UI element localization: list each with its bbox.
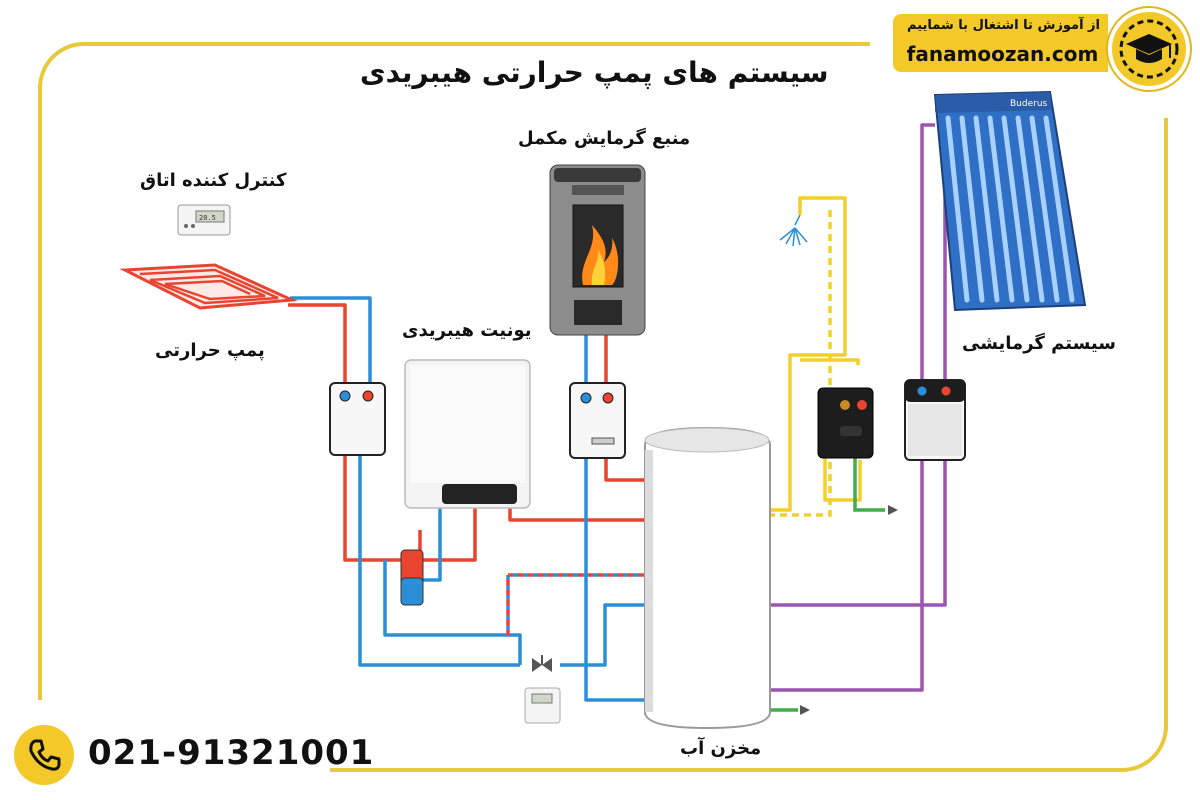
diagram-title: سیستم های پمپ حرارتی هیبریدی — [360, 56, 829, 89]
cold-pipe-stove-return — [584, 450, 645, 702]
frame-gap-bottom — [30, 700, 330, 780]
brand-slogan: از آموزش تا اشتغال با شماییم — [907, 18, 1100, 33]
label-water-tank: مخزن آب — [680, 738, 762, 759]
pump-station-stove — [569, 382, 626, 459]
green-pipes — [770, 455, 885, 712]
solar-pump-station — [904, 379, 966, 461]
dhw-pipe-loop — [823, 455, 862, 502]
phone-number[interactable]: 021-91321001 — [88, 733, 375, 773]
label-auxiliary-heat-source: منبع گرمایش مکمل — [518, 128, 691, 149]
arrow-cold-in — [888, 505, 898, 515]
green-pipe-cold-in — [853, 455, 885, 512]
brand-url[interactable]: fanamoozan.com — [906, 42, 1099, 66]
phone-icon[interactable] — [14, 725, 74, 785]
cold-pipe-floor-return — [290, 296, 372, 385]
cold-pipe-valve-tank — [560, 603, 645, 667]
hot-pipe-buffer-unit — [420, 503, 495, 562]
cold-pipes — [290, 296, 645, 702]
hot-pipe-pump-buffer — [343, 450, 422, 562]
stove-device — [549, 164, 646, 336]
dhw-pipe-mixer — [800, 358, 860, 365]
pump-station-heat-pump — [329, 382, 386, 456]
cold-pipe-unit-buffer — [420, 500, 442, 582]
arrow-tank-in — [800, 705, 810, 715]
cold-pipe-return-main — [358, 450, 520, 667]
label-room-controller: کنترل کننده اتاق — [140, 170, 287, 191]
system-controller-device — [524, 687, 561, 724]
graduation-cap-logo-icon — [1108, 8, 1190, 90]
underfloor-heating-coil — [119, 263, 298, 310]
hybrid-unit-device — [404, 359, 531, 509]
solar-pipe-supply — [770, 108, 947, 607]
dhw-pipe-supply — [770, 196, 847, 512]
water-tank-device — [644, 426, 771, 730]
content-frame — [38, 42, 1168, 772]
mixed-pipe-dashed-b — [506, 573, 645, 635]
label-hybrid-unit: یونیت هیبریدی — [402, 320, 532, 341]
hot-pipe-floor-supply — [288, 303, 347, 385]
dhw-mixing-station — [817, 387, 874, 459]
label-heat-pump: پمپ حرارتی — [155, 340, 265, 361]
solar-brand-text: Buderus — [1010, 99, 1048, 109]
thermostat-display-text: 20.5 — [199, 214, 216, 222]
shower-head — [779, 214, 808, 247]
hot-pipe-stove-tank — [604, 450, 645, 482]
solar-collector-panel: Buderus — [933, 90, 1087, 312]
hot-pipe-unit-tank — [508, 505, 645, 522]
label-heating-system: سیستم گرمایشی — [962, 333, 1116, 354]
cold-pipe-loop — [383, 560, 522, 665]
brand-banner — [893, 14, 1108, 72]
dhw-pipe-circulation-dashed — [770, 210, 832, 517]
three-way-valve — [532, 655, 552, 672]
room-controller-device — [177, 204, 231, 236]
buffer-cylinder — [400, 549, 424, 606]
dhw-pipes — [770, 196, 862, 512]
